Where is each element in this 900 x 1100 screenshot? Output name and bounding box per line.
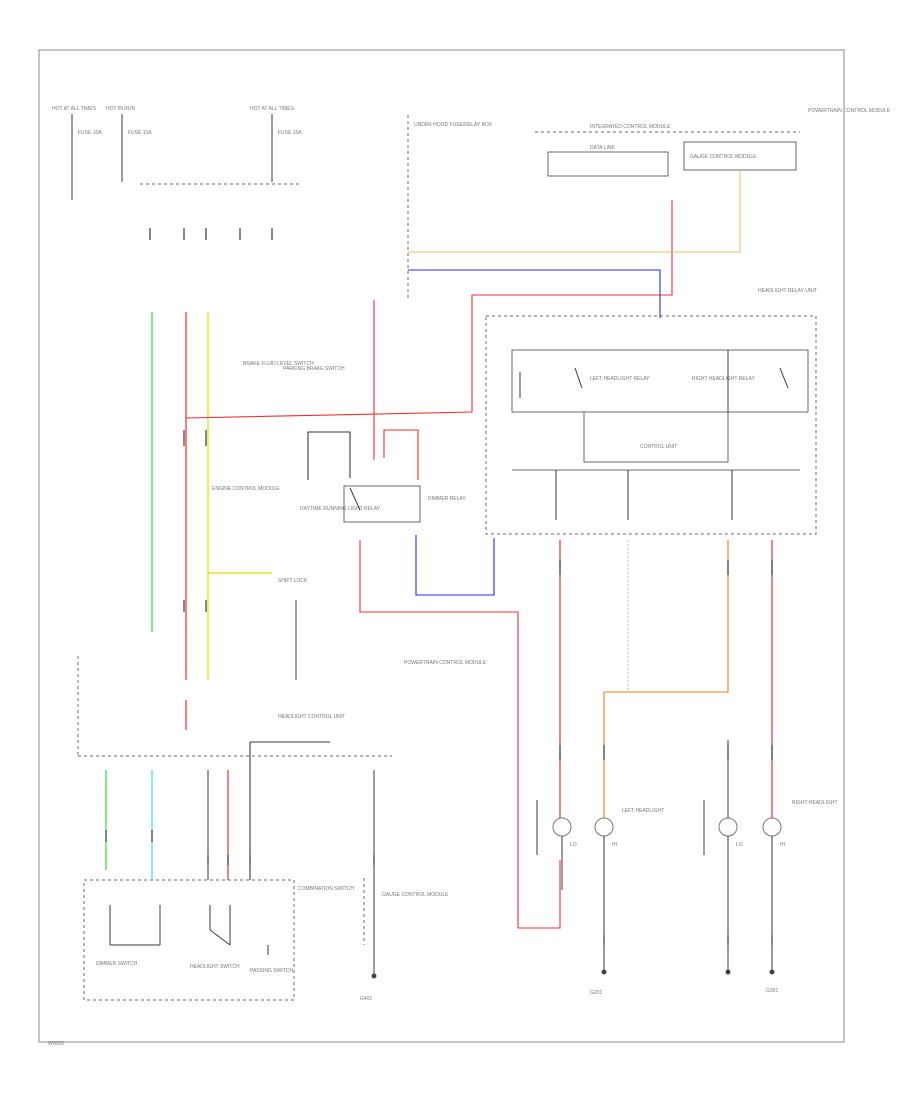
headlight-switch-label: HEADLIGHT SWITCH — [190, 964, 240, 970]
ground-2-label: G201 — [590, 990, 602, 996]
icm-label: INTEGRATED CONTROL MODULE — [590, 124, 671, 130]
fuse-b-label: FUSE 10A — [128, 130, 152, 136]
left-headlight-hi-lamp — [594, 817, 614, 837]
lo-label-left: LO — [570, 842, 577, 848]
connector-ticks — [105, 228, 773, 945]
parking-brake-label: PARKING BRAKE SWITCH — [283, 366, 345, 372]
headlight-relay-unit: HEADLIGHT RELAY UNIT LEFT HEADLIGHT RELA… — [485, 288, 817, 535]
right-relay-label: RIGHT HEADLIGHT RELAY — [692, 376, 755, 382]
ground-symbols — [371, 969, 775, 979]
combination-switch: COMBINATION SWITCH DIMMER SWITCH HEADLIG… — [83, 879, 354, 1001]
red-wire-top — [472, 200, 673, 296]
icm-module: INTEGRATED CONTROL MODULE POWERTRAIN CON… — [535, 108, 891, 177]
headlight-relay-unit-label: HEADLIGHT RELAY UNIT — [758, 288, 817, 294]
right-headlight-lo-lamp — [718, 817, 738, 837]
fuse-c-label: FUSE 15A — [278, 130, 302, 136]
control-unit-label: CONTROL UNIT — [640, 444, 677, 450]
red-wire-cross — [185, 294, 660, 419]
lo-label-right: LO — [736, 842, 743, 848]
passing-switch-label: PASSING SWITCH — [250, 968, 293, 974]
diagram-frame — [38, 49, 845, 1043]
left-relay-label: LEFT HEADLIGHT RELAY — [590, 376, 650, 382]
tan-wire — [408, 170, 741, 253]
hot-in-run-label: HOT IN RUN — [106, 106, 135, 112]
control-unit-box — [583, 411, 729, 463]
headlight-control-unit: HEADLIGHT CONTROL UNIT POWERTRAIN CONTRO… — [77, 656, 487, 757]
gauge-ctrl-side-label: POWERTRAIN CONTROL MODULE — [404, 660, 487, 666]
shift-lock-label: SHIFT LOCK — [278, 578, 308, 584]
blue-wire-bottom — [415, 535, 495, 596]
left-relay-contact — [574, 367, 583, 389]
ground-1-label: G401 — [360, 996, 372, 1002]
ecm-label: ENGINE CONTROL MODULE — [212, 486, 280, 492]
power-feed-group: HOT AT ALL TIMES HOT IN RUN HOT AT ALL T… — [52, 106, 493, 300]
headlamps: LEFT HEADLIGHT RIGHT HEADLIGHT LO HI LO … — [536, 800, 837, 855]
pcm-side-label: POWERTRAIN CONTROL MODULE — [808, 108, 891, 114]
ground-3-label: G301 — [766, 988, 778, 994]
daytime-relay-label: DAYTIME RUNNING LIGHT RELAY — [300, 506, 381, 512]
fuse-a-label: FUSE 10A — [78, 130, 102, 136]
relay-section-box — [511, 349, 809, 413]
data-link-label: DATA LINK — [590, 145, 615, 151]
hi-label-right: HI — [780, 842, 785, 848]
combination-switch-label: COMBINATION SWITCH — [298, 886, 354, 892]
dimmer-relay-label: DIMMER RELAY — [428, 496, 466, 502]
hot-at-all-times-label-1: HOT AT ALL TIMES — [52, 106, 97, 112]
data-link-box — [547, 151, 669, 177]
hi-label-left: HI — [612, 842, 617, 848]
right-headlight-hi-lamp — [762, 817, 782, 837]
pcm-bottom-label: GAUGE CONTROL MODULE — [382, 892, 449, 898]
hot-at-all-times-label-2: HOT AT ALL TIMES — [250, 106, 295, 112]
right-relay-contact — [779, 367, 789, 389]
orange-wire — [603, 540, 729, 818]
red-wire-down-loop — [359, 540, 561, 929]
relay-unit-outline — [485, 315, 817, 535]
black-wire-center — [307, 431, 351, 480]
headlight-control-label: HEADLIGHT CONTROL UNIT — [278, 714, 345, 720]
blue-wire-top — [408, 269, 661, 318]
daytime-relay-box — [343, 485, 421, 523]
junction-box-label: UNDER HOOD FUSE/RELAY BOX — [414, 122, 493, 128]
dimmer-relay-area: DAYTIME RUNNING LIGHT RELAY DIMMER RELAY… — [212, 361, 466, 584]
dimmer-relay-contact — [349, 487, 361, 511]
brake-fluid-label: BRAKE FLUID LEVEL SWITCH — [243, 361, 314, 367]
right-headlight-label: RIGHT HEADLIGHT — [792, 800, 837, 806]
left-headlight-label: LEFT HEADLIGHT — [622, 808, 664, 814]
wires — [105, 170, 775, 979]
left-headlight-lo-lamp — [552, 817, 572, 837]
dimmer-switch-label: DIMMER SWITCH — [96, 961, 138, 967]
headlight-sw-blade — [209, 929, 231, 946]
lower-center-connector: GAUGE CONTROL MODULE G401 G201 G301 — [360, 878, 778, 1002]
diagram-id-label: W0000 — [48, 1041, 64, 1047]
gauge-control-label: GAUGE CONTROL MODULE — [690, 154, 757, 160]
combination-switch-box — [83, 879, 295, 1001]
red-wire-relay-loop — [383, 429, 419, 480]
